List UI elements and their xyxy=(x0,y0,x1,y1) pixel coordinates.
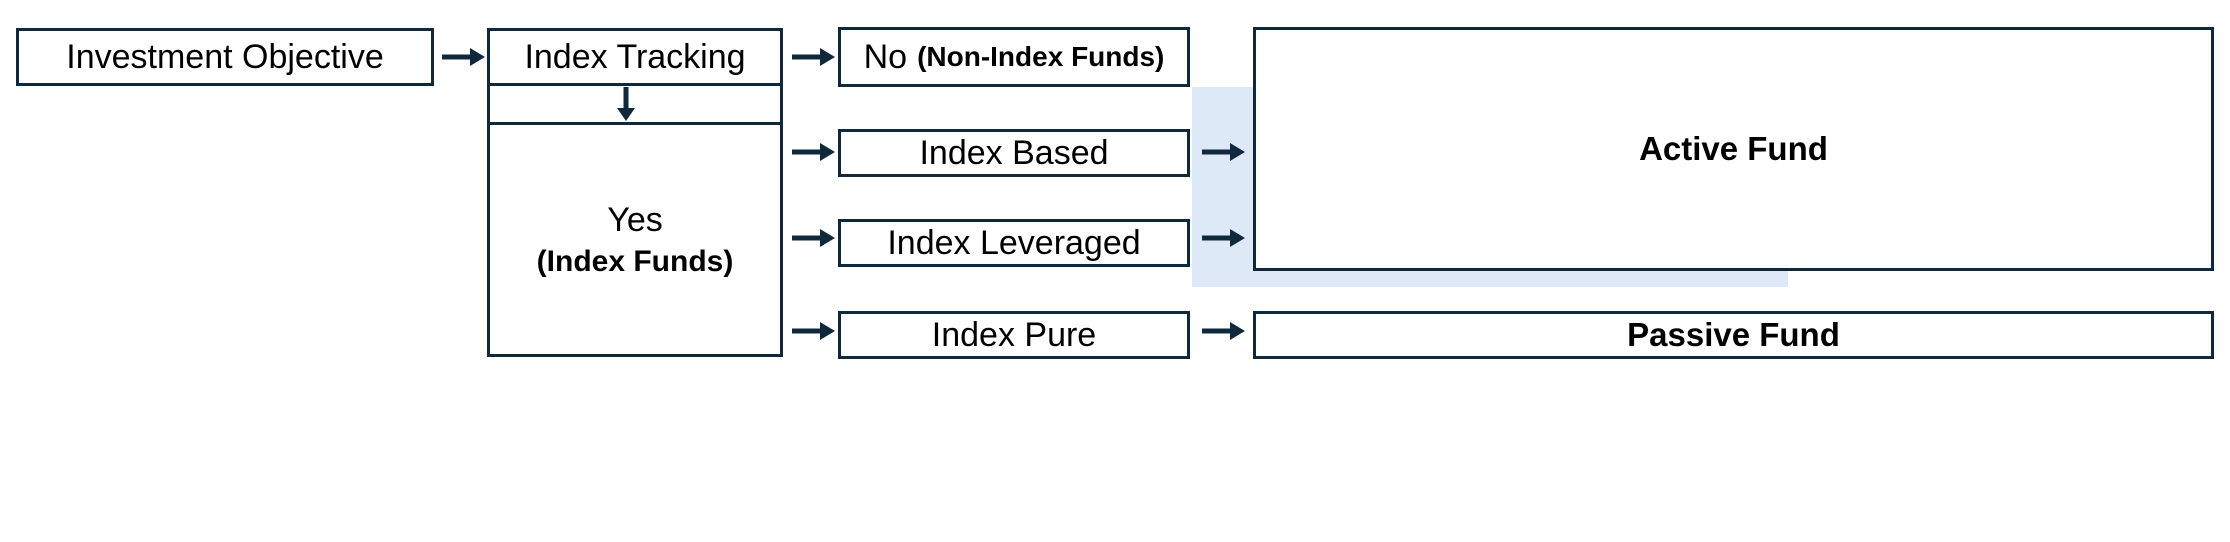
node-index-based[interactable]: Index Based xyxy=(838,129,1190,177)
node-investment-objective[interactable]: Investment Objective xyxy=(16,28,434,86)
node-active-fund-label: Active Fund xyxy=(1639,129,1828,167)
arrow-index-pure-to-passive xyxy=(1200,317,1246,345)
tracking-connector-column xyxy=(487,86,783,122)
node-index-pure-label: Index Pure xyxy=(931,315,1097,354)
node-investment-objective-label: Investment Objective xyxy=(66,37,384,76)
node-index-leveraged-label: Index Leveraged xyxy=(887,223,1141,262)
node-index-tracking-label: Index Tracking xyxy=(524,37,746,76)
arrow-tracking-to-yes xyxy=(612,86,640,122)
node-branch-yes[interactable]: Yes (Index Funds) xyxy=(487,122,783,357)
node-index-leveraged[interactable]: Index Leveraged xyxy=(838,219,1190,267)
arrow-index-leveraged-to-active xyxy=(1200,224,1246,252)
node-active-fund[interactable]: Active Fund xyxy=(1253,27,2214,271)
arrow-tracking-to-no xyxy=(790,43,836,71)
node-index-based-label: Index Based xyxy=(919,133,1109,172)
node-branch-yes-secondary-label: (Index Funds) xyxy=(536,244,734,278)
node-branch-no-primary-label: No xyxy=(863,37,908,76)
index-branch-highlight-panel-lower xyxy=(1192,279,1788,287)
arrow-objective-to-tracking xyxy=(440,43,486,71)
arrow-index-based-to-active xyxy=(1200,138,1246,166)
node-branch-no-secondary-label: (Non-Index Funds) xyxy=(917,41,1165,73)
node-branch-yes-primary-label: Yes xyxy=(607,200,663,239)
node-passive-fund[interactable]: Passive Fund xyxy=(1253,311,2214,359)
node-index-pure[interactable]: Index Pure xyxy=(838,311,1190,359)
node-branch-no[interactable]: No (Non-Index Funds) xyxy=(838,27,1190,87)
node-passive-fund-label: Passive Fund xyxy=(1627,315,1840,353)
arrow-yes-to-index-leveraged xyxy=(790,224,836,252)
node-index-tracking[interactable]: Index Tracking xyxy=(487,28,783,86)
arrow-yes-to-index-based xyxy=(790,138,836,166)
arrow-yes-to-index-pure xyxy=(790,317,836,345)
